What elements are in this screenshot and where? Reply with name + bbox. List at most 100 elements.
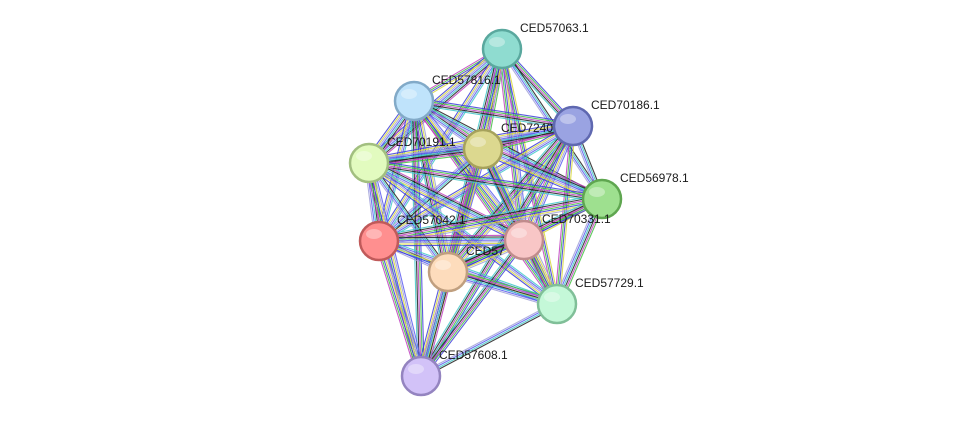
interaction-edge xyxy=(418,237,527,379)
edge-line xyxy=(378,237,524,240)
edge-line xyxy=(368,165,602,203)
edge-line xyxy=(378,193,602,237)
node-highlight xyxy=(366,229,382,239)
protein-node[interactable]: CED70191.1 xyxy=(348,135,456,184)
edge-line xyxy=(368,162,558,305)
protein-node[interactable]: CED57816.1 xyxy=(393,73,501,122)
protein-node-circle[interactable] xyxy=(503,219,545,261)
interaction-edge xyxy=(366,160,560,307)
edge-line xyxy=(368,162,603,200)
edge-line xyxy=(372,161,426,376)
edge-line xyxy=(367,163,421,377)
edge-line xyxy=(423,241,527,379)
edge-line xyxy=(414,97,574,124)
edge-line xyxy=(366,164,447,274)
protein-node-circle[interactable] xyxy=(481,28,523,70)
protein-node[interactable]: CED56978.1 xyxy=(581,171,689,220)
edge-line xyxy=(379,242,525,245)
edge-line xyxy=(414,100,559,304)
edge-line xyxy=(502,48,604,199)
edge-line xyxy=(421,240,526,378)
edge-line xyxy=(414,98,574,125)
edge-line xyxy=(375,46,500,240)
protein-node-circle[interactable] xyxy=(400,355,442,397)
protein-node-label: CED57042.1 xyxy=(397,213,466,227)
protein-node-circle[interactable] xyxy=(358,220,400,262)
edge-line xyxy=(484,145,604,197)
protein-node-circle[interactable] xyxy=(393,80,435,122)
protein-node-label: CED70186.1 xyxy=(591,98,660,112)
protein-node-label: CED70331.1 xyxy=(542,212,611,226)
edge-line xyxy=(369,49,504,165)
edge-line xyxy=(421,304,558,378)
edge-line xyxy=(416,100,452,272)
edge-line xyxy=(421,305,559,379)
edge-line xyxy=(483,147,603,199)
edge-line xyxy=(379,237,559,302)
edge-line xyxy=(419,301,557,375)
interaction-edge xyxy=(366,161,451,274)
edge-line xyxy=(420,239,525,377)
protein-node-label: CED57816.1 xyxy=(432,73,501,87)
edge-line xyxy=(484,144,605,196)
edge-line xyxy=(370,160,560,302)
protein-node[interactable]: CED57063.1 xyxy=(481,21,589,70)
protein-node[interactable]: CED70331.1 xyxy=(503,212,611,261)
edge-line xyxy=(413,100,574,127)
edge-line xyxy=(367,163,448,273)
interaction-edge xyxy=(374,239,426,378)
edge-line xyxy=(379,241,525,244)
edge-line xyxy=(418,237,522,375)
node-layer: CED57063.1CED57816.1CED70186.1CED7240CED… xyxy=(348,21,689,397)
node-highlight xyxy=(470,137,486,147)
edge-line xyxy=(379,240,423,376)
edge-line xyxy=(378,147,483,241)
protein-node[interactable]: CED7240 xyxy=(462,121,553,170)
edge-line xyxy=(378,236,524,239)
protein-node-circle[interactable] xyxy=(581,178,623,220)
edge-line xyxy=(379,238,558,304)
edge-line xyxy=(419,238,524,376)
protein-node[interactable]: CED57608.1 xyxy=(400,348,508,397)
protein-node[interactable]: CED70186.1 xyxy=(552,98,660,147)
protein-node-circle[interactable] xyxy=(348,142,390,184)
edge-line xyxy=(374,242,418,378)
protein-node-circle[interactable] xyxy=(462,128,504,170)
protein-node-label: CED56978.1 xyxy=(620,171,689,185)
protein-node[interactable]: CED57729.1 xyxy=(536,276,644,325)
node-highlight xyxy=(408,364,424,374)
node-highlight xyxy=(544,292,560,302)
interaction-edge xyxy=(364,161,426,378)
node-highlight xyxy=(589,187,605,197)
edge-line xyxy=(411,102,556,306)
protein-node-circle[interactable] xyxy=(552,105,594,147)
edge-line xyxy=(482,148,603,200)
node-highlight xyxy=(356,151,372,161)
edge-line xyxy=(369,159,603,197)
edge-line xyxy=(377,241,421,377)
node-highlight xyxy=(435,260,451,270)
protein-node-circle[interactable] xyxy=(427,251,469,293)
edge-line xyxy=(446,124,573,272)
edge-line xyxy=(420,302,557,376)
edge-line xyxy=(370,162,424,376)
edge-line xyxy=(412,101,557,305)
protein-node-label: CED57729.1 xyxy=(575,276,644,290)
edge-line xyxy=(369,162,423,376)
protein-node[interactable]: CED57 xyxy=(427,244,505,293)
edge-line xyxy=(369,161,559,304)
protein-node-circle[interactable] xyxy=(536,283,578,325)
edge-line xyxy=(370,161,451,271)
node-highlight xyxy=(489,37,505,47)
edge-line xyxy=(378,198,603,242)
edge-line xyxy=(380,240,424,376)
edge-line xyxy=(413,102,573,129)
edge-line xyxy=(369,162,450,272)
protein-node[interactable]: CED57042.1 xyxy=(358,213,466,262)
edge-line xyxy=(368,164,602,202)
edge-line xyxy=(554,125,572,304)
edge-line xyxy=(378,239,525,242)
edge-line xyxy=(367,163,557,306)
node-highlight xyxy=(401,89,417,99)
